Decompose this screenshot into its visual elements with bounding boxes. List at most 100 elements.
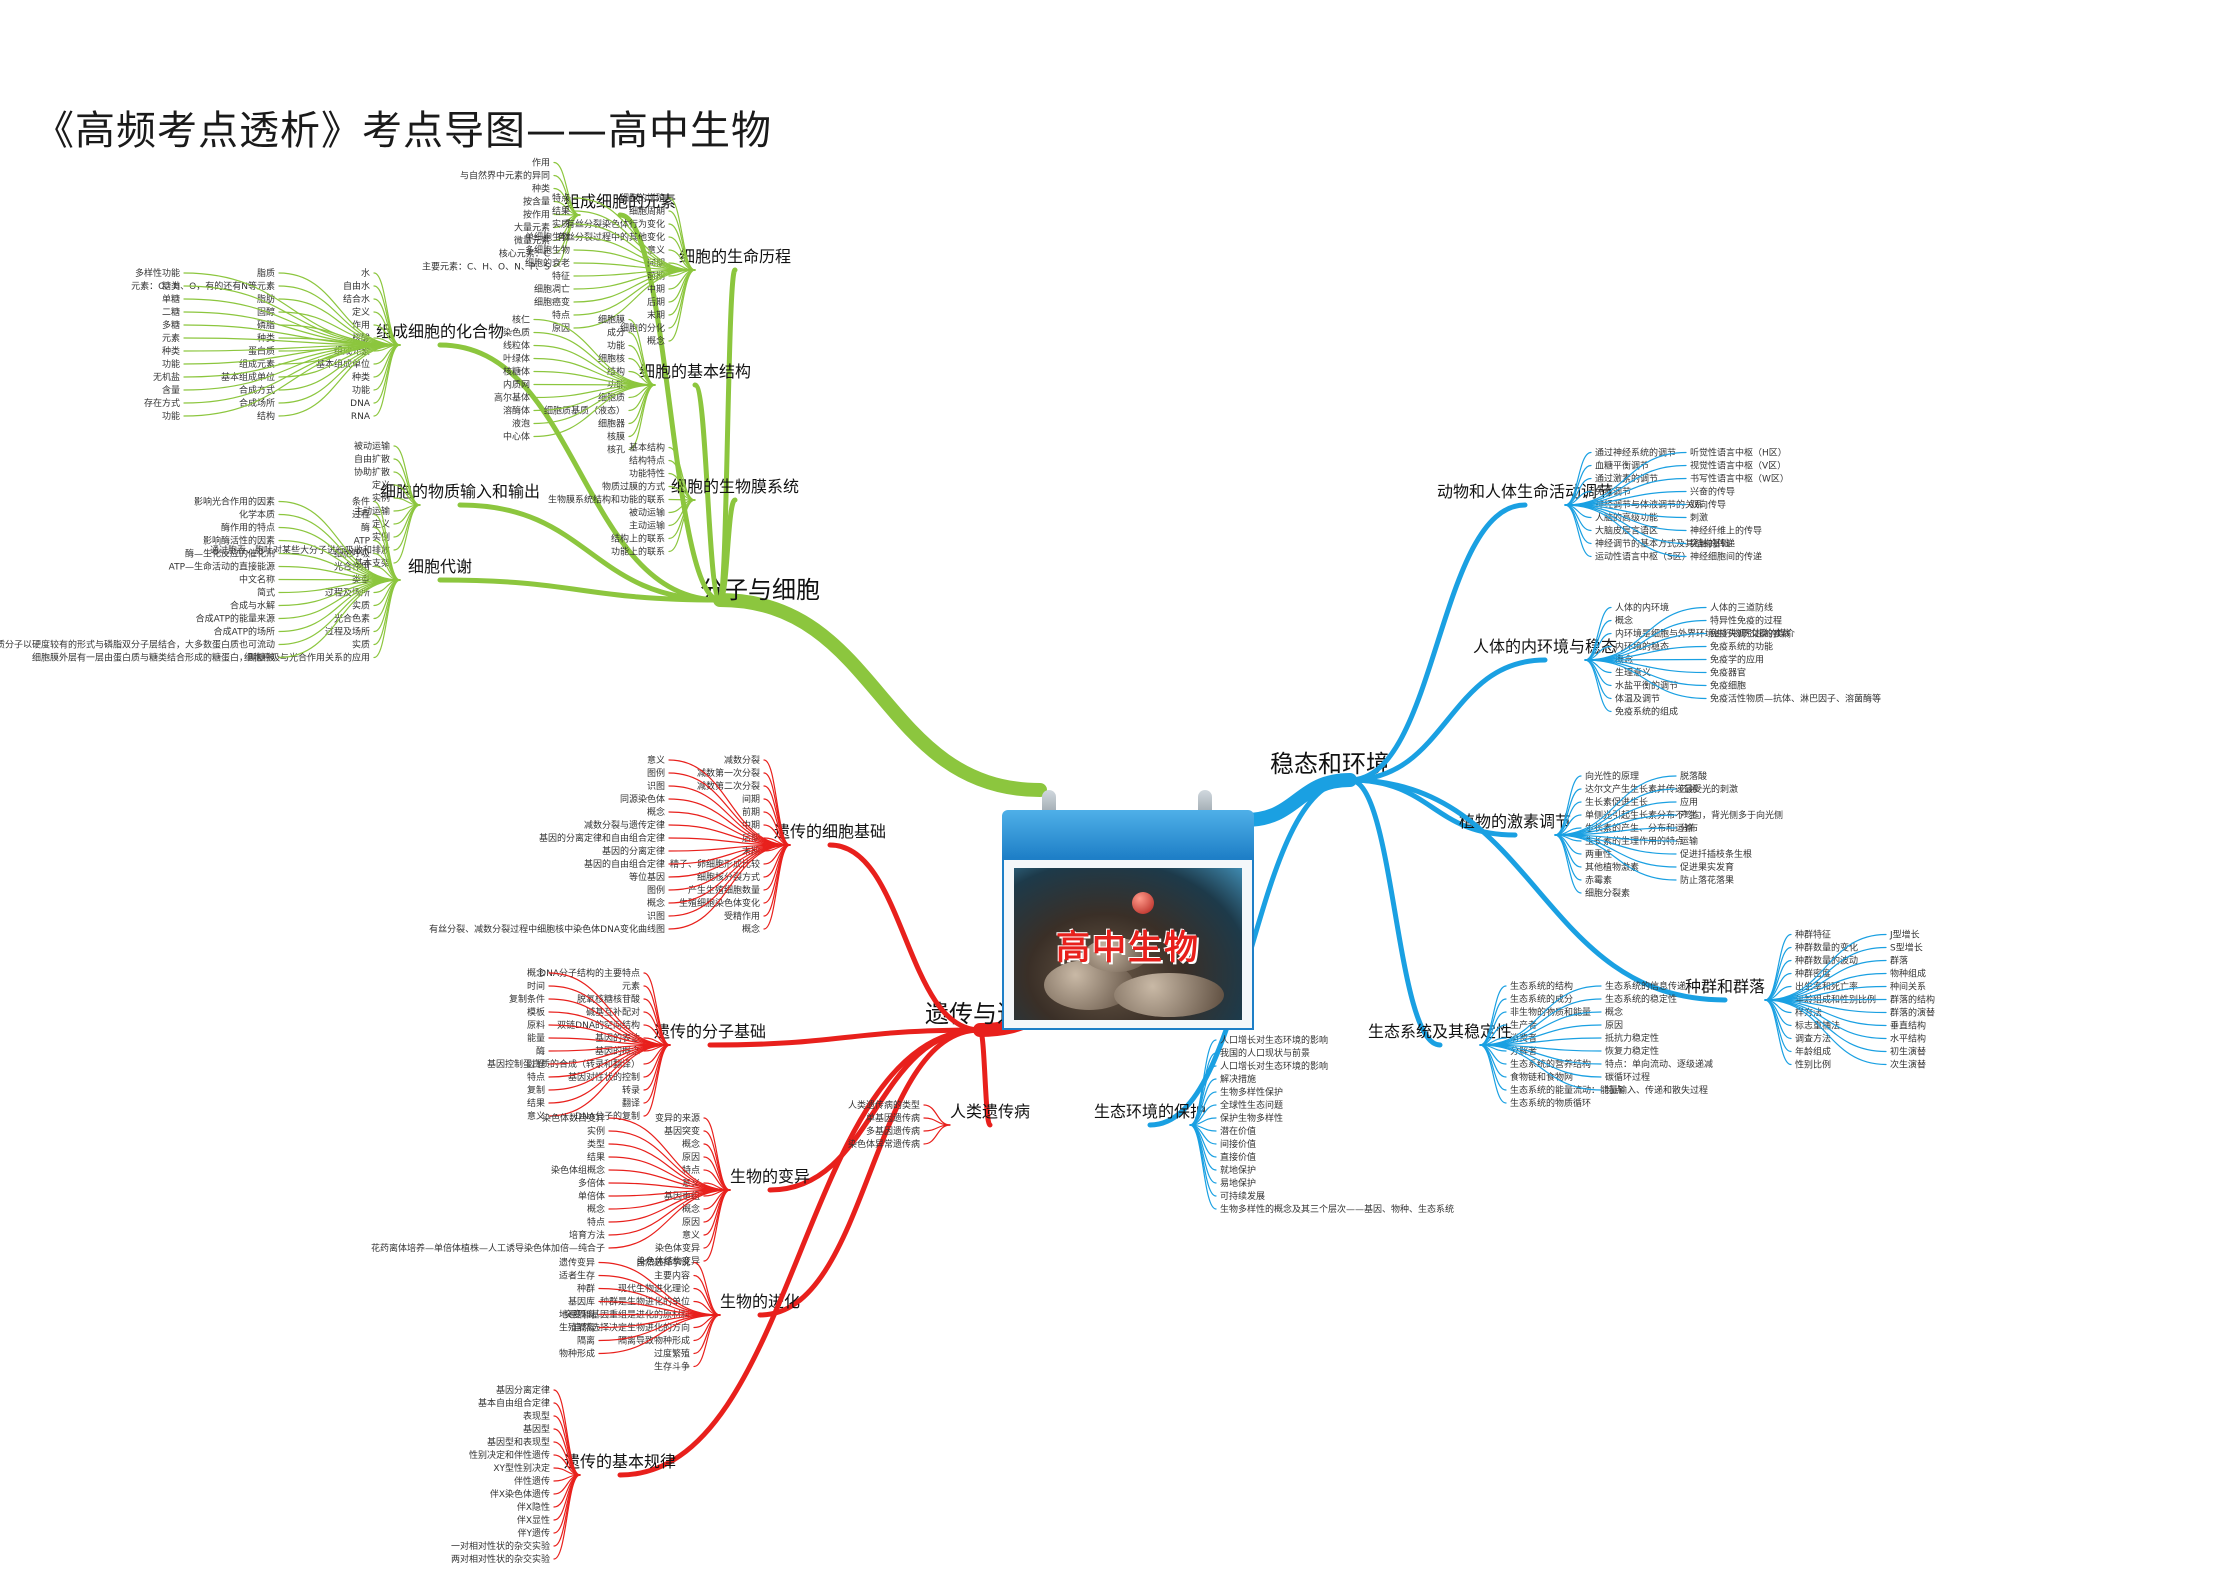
leaf-label: 按含量 (523, 196, 550, 208)
leaf-label: 免疫细胞 (1710, 680, 1746, 692)
center-node-body: 高中生物 (1002, 858, 1254, 1030)
leaf-label: 花药离体培养—单倍体植株—人工诱导染色体加倍—纯合子 (371, 1242, 605, 1254)
leaf-label: 生物膜系统结构和功能的联系 (548, 494, 665, 506)
leaf-label: 基本组成单位 (316, 358, 370, 370)
leaf-label: 免疫学的应用 (1710, 654, 1764, 666)
leaf-label: 基因突变 (664, 1125, 700, 1137)
leaf-label: 核仁 (512, 314, 530, 326)
leaf-label: 就地保护 (1220, 1164, 1256, 1176)
leaf-label: 基因分离定律 (496, 1384, 550, 1396)
leaf-label: 蛋白质 (248, 345, 275, 357)
subtopic-label: 人体的内环境与稳态 (1473, 637, 1617, 656)
leaf-label: 概念 (647, 335, 665, 347)
subtopic-label: 遗传的细胞基础 (774, 822, 886, 841)
leaf-label: 细胞核分裂方式 (697, 871, 760, 883)
leaf-label: 内环境的稳态 (1615, 641, 1669, 653)
leaf-label: 光合色素 (334, 613, 370, 625)
leaf-label: 生态系统的结构 (1510, 980, 1573, 992)
leaf-label: 遗传变异 (559, 1257, 595, 1269)
leaf-label: 特点 (1605, 1084, 1623, 1096)
leaf-label: S型增长 (1890, 942, 1923, 954)
subtopic-label: 植物的激素调节 (1459, 812, 1571, 831)
leaf-label: 多基因遗传病 (866, 1125, 920, 1137)
leaf-label: RNA (351, 412, 371, 422)
leaf-label: 实质 (352, 639, 370, 651)
leaf-label: 过程及场所 (325, 626, 370, 638)
leaf-label: 合成ATP的场所 (214, 626, 275, 638)
leaf-label: 功能上的联系 (611, 546, 665, 558)
leaf-label: 生殖细胞染色体变化 (679, 897, 760, 909)
leaf-label: 性别比例 (1795, 1059, 1831, 1071)
leaf-label: 过程及场所 (325, 587, 370, 599)
leaf-label: 原因 (682, 1217, 700, 1228)
subtopic-label: 细胞代谢 (408, 557, 472, 576)
leaf-label: 线粒体 (503, 340, 530, 352)
leaf-label: 特点：单向流动、逐级递减 (1605, 1058, 1713, 1070)
leaf-label: 主动运输 (629, 520, 665, 532)
leaf-label: 识图 (647, 781, 665, 792)
leaf-label: 等位基因 (629, 871, 665, 883)
leaf-label: 人口增长对生态环境的影响 (1220, 1034, 1328, 1046)
leaf-label: 其他植物激素 (1585, 861, 1639, 873)
leaf-label: 染色体结构变异 (637, 1255, 700, 1267)
leaf-label: 概念 (1605, 1006, 1623, 1018)
leaf-label: 特点 (527, 1071, 545, 1083)
subtopic-label: 生态环境的保护 (1094, 1102, 1206, 1121)
leaf-label: 复制 (527, 1084, 545, 1096)
subtopic-label: 生态系统及其稳定性 (1368, 1022, 1512, 1041)
leaf-label: 生长素的产生、分布和运输 (1585, 822, 1693, 834)
leaf-label: 碱基互补配对 (586, 1006, 640, 1018)
leaf-label: 细胞核 (598, 353, 625, 365)
leaf-label: 碳循环过程 (1605, 1071, 1650, 1083)
leaf-label: 我国的人口现状与前景 (1220, 1047, 1310, 1059)
leaf-label: 染色体数目变异 (542, 1112, 605, 1124)
leaf-label: 自由扩散 (354, 453, 390, 465)
leaf-label: 伴X染色体遗传 (490, 1488, 550, 1500)
leaf-label: 通过神经系统的调节 (1595, 447, 1676, 459)
leaf-label: 单基因遗传病 (866, 1112, 920, 1124)
subtopic-label: 组成细胞的元素 (564, 192, 676, 211)
center-node-title: 高中生物 (1056, 928, 1200, 968)
leaf-label: 物种形成 (559, 1348, 595, 1360)
leaf-label: 染色体变异 (655, 1242, 700, 1254)
leaf-label: 细胞的增殖 (620, 192, 665, 204)
leaf-label: 概念 (682, 1203, 700, 1215)
leaf-label: 防止落花落果 (1680, 874, 1734, 886)
leaf-label: 达尔文产生生长素并传递最受光的刺激 (1585, 783, 1738, 795)
leaf-label: 间期 (742, 793, 760, 805)
leaf-label: 识图 (647, 911, 665, 922)
leaf-label: 保护生物多样性 (1220, 1112, 1283, 1124)
leaf-label: 免疫系统的组成 (1615, 706, 1678, 718)
leaf-label: 成分 (607, 327, 625, 339)
leaf-label: 与自然界中元素的异同 (460, 170, 550, 182)
leaf-label: 多倍体 (578, 1177, 605, 1189)
leaf-label: 多样性功能 (135, 267, 180, 279)
leaf-label: DNA分子结构的主要特点 (539, 967, 640, 979)
leaf-label: 结构上的联系 (611, 533, 665, 545)
leaf-label: 原因 (552, 323, 570, 334)
leaf-label: 染色体组概念 (551, 1164, 605, 1176)
leaf-label: 染色质 (503, 327, 530, 339)
leaf-label: 生存斗争 (654, 1361, 690, 1373)
leaf-label: 过程 (527, 1058, 545, 1070)
leaf-label: 概念 (647, 897, 665, 909)
leaf-label: 群落 (1890, 955, 1908, 967)
leaf-label: 条件 (352, 496, 370, 508)
subtopic-label: 组成细胞的化合物 (376, 322, 504, 341)
leaf-label: 非生物的物质和能量 (1510, 1006, 1591, 1018)
leaf-label: 基因型和表现型 (487, 1436, 550, 1448)
leaf-label: 减数第二次分裂 (697, 780, 760, 792)
leaf-label: 变异的来源 (655, 1112, 700, 1124)
leaf-label: XY型性别决定 (493, 1462, 550, 1474)
center-node: 高中生物 (1002, 790, 1254, 1030)
leaf-label: 概念 (682, 1138, 700, 1150)
leaf-label: 运输 (1680, 835, 1698, 847)
leaf-label: 同源染色体 (620, 793, 665, 805)
leaf-label: 主要元素：C、H、O、N、P、S (422, 261, 550, 273)
leaf-label: 核心元素：C (499, 248, 550, 260)
leaf-label: 含量 (162, 384, 180, 396)
leaf-label: 脂质 (257, 267, 275, 279)
leaf-label: 人体的三道防线 (1710, 602, 1773, 614)
leaf-label: 合成ATP的能量来源 (196, 613, 275, 625)
leaf-label: 听觉性语言中枢（H区） (1690, 447, 1787, 459)
